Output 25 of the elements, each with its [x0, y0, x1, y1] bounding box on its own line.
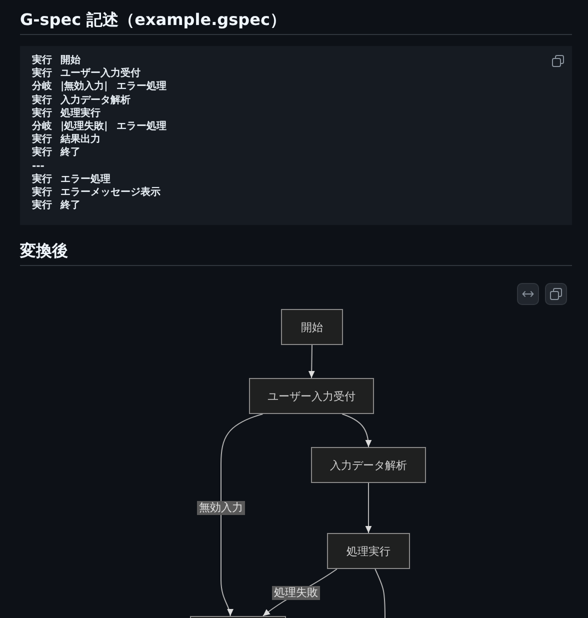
code-line: 分岐 |無効入力| エラー処理	[32, 80, 166, 94]
code-line: ---	[32, 160, 44, 173]
arrow	[220, 414, 264, 616]
code-line: 実行 終了	[32, 146, 80, 160]
code-line: 実行 エラーメッセージ表示	[32, 186, 160, 199]
code-line: 分岐 |処理失敗| エラー処理	[32, 120, 166, 133]
code-line: 実行 エラー処理	[32, 172, 110, 186]
arrow	[308, 344, 315, 378]
process-box: 開始	[281, 309, 343, 345]
code-line: 実行 開始	[32, 54, 80, 67]
arrow	[342, 414, 372, 448]
code-line: 実行 処理実行	[32, 106, 100, 120]
arrow	[365, 482, 372, 534]
connector-line	[374, 568, 386, 618]
edge-label: 処理失敗	[272, 586, 320, 600]
edge-label: 無効入力	[197, 501, 245, 515]
code-line: 実行 入力データ解析	[32, 94, 130, 107]
code-line: 実行 結果出力	[32, 133, 100, 146]
heading: G-spec 記述（example.gspec）	[20, 10, 286, 30]
code-line: 実行 ユーザー入力受付	[32, 67, 140, 80]
heading: 変換後	[20, 241, 68, 261]
code-line: 実行 終了	[32, 199, 80, 212]
process-box: 入力データ解析	[311, 447, 426, 483]
process-box: 処理実行	[327, 533, 410, 569]
process-box: ユーザー入力受付	[249, 378, 374, 414]
